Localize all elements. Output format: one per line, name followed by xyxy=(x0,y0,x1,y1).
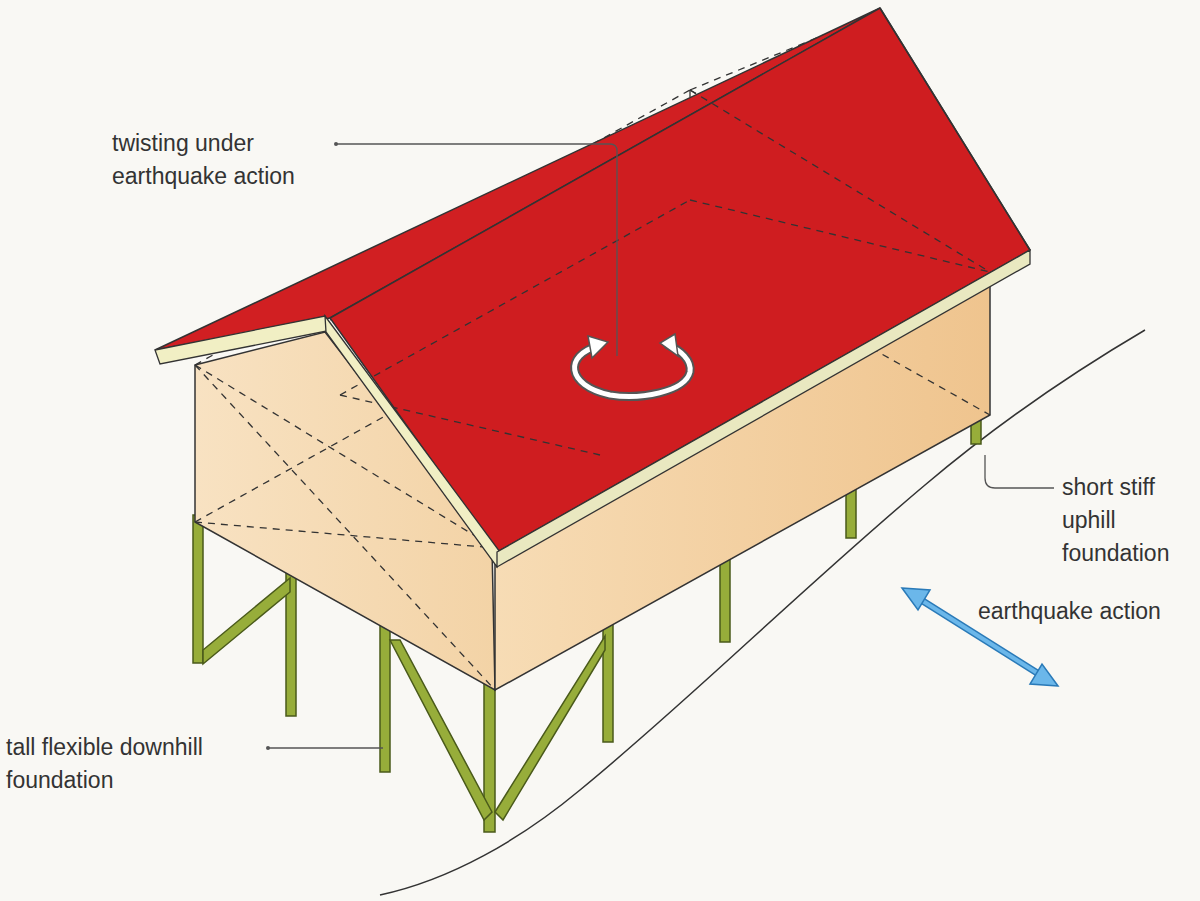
barge-board xyxy=(325,316,500,567)
fascia xyxy=(497,250,1030,567)
callout-label: earthquake action xyxy=(978,595,1161,628)
twisting-arrow xyxy=(575,334,691,396)
callout-label: twisting under earthquake action xyxy=(112,127,337,193)
leader-lines xyxy=(268,144,1054,748)
callout-label: tall flexible downhill foundation xyxy=(6,731,256,797)
barge-board xyxy=(155,316,332,364)
callout-label: short stiff uphill foundation xyxy=(1062,471,1192,570)
roof-hidden-edges xyxy=(340,90,990,455)
